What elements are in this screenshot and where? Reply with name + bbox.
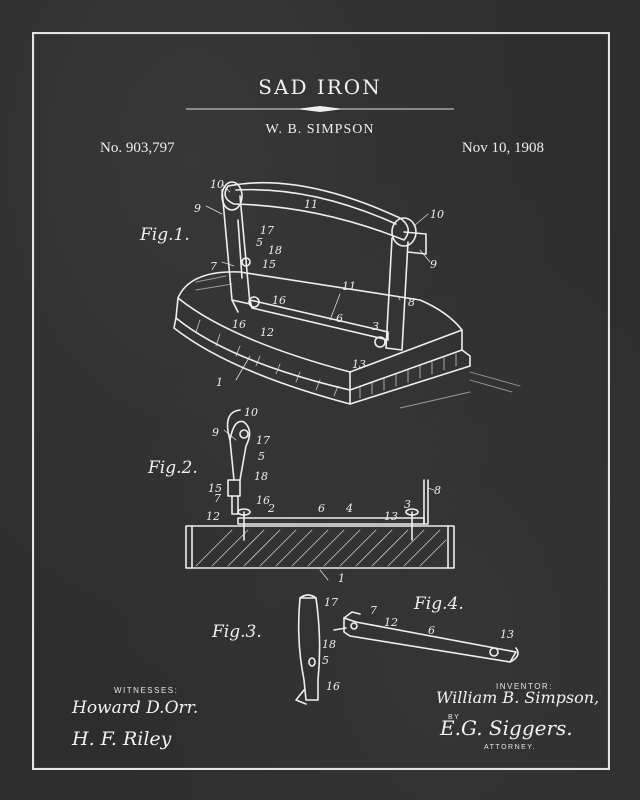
- witness-1-signature: Howard D.Orr.: [72, 698, 199, 718]
- ref-3-fig2: 3: [404, 498, 411, 511]
- ref-3-fig1: 3: [372, 320, 379, 333]
- ref-16-fig2: 16: [256, 494, 270, 507]
- by-label: BY: [448, 714, 461, 721]
- ref-13-fig2: 13: [384, 510, 398, 523]
- ref-18-fig2: 18: [254, 470, 268, 483]
- ref-5-fig2: 5: [258, 450, 265, 463]
- inventor-heading: W. B. SIMPSON: [265, 122, 375, 137]
- ref-12-fig1: 12: [260, 326, 274, 339]
- attorney-label: ATTORNEY.: [484, 744, 537, 751]
- ref-4-fig2: 4: [345, 502, 353, 515]
- ref-5-fig3: 5: [322, 654, 329, 667]
- ref-2-fig2: 2: [267, 502, 275, 515]
- ref-17-fig3: 17: [324, 596, 338, 609]
- ref-13-fig1: 13: [352, 358, 366, 371]
- ref-6-fig2: 6: [318, 502, 325, 515]
- ref-16b-fig1: 16: [232, 318, 246, 331]
- patent-number: No. 903,797: [100, 140, 175, 156]
- witnesses-label: WITNESSES:: [114, 686, 179, 695]
- ref-10b-fig1: 10: [430, 208, 444, 221]
- ref-11-fig1: 11: [304, 198, 318, 211]
- ref-6-fig4: 6: [428, 624, 435, 637]
- fig-4-drawing: [333, 611, 519, 663]
- patent-title: SAD IRON: [258, 75, 382, 99]
- ref-12-fig4: 12: [384, 616, 398, 629]
- ref-7-fig1: 7: [210, 260, 217, 273]
- ref-16-fig1: 16: [272, 294, 286, 307]
- ref-9b-fig1: 9: [430, 258, 437, 271]
- ref-17-fig1: 17: [260, 224, 274, 237]
- ref-18-fig1: 18: [268, 244, 282, 257]
- fig-2-drawing: [185, 409, 455, 569]
- ref-17-fig2: 17: [256, 434, 270, 447]
- ref-16-fig3: 16: [326, 680, 340, 693]
- fig-1-drawing: [173, 181, 521, 409]
- ref-10-fig2: 10: [244, 406, 258, 419]
- ref-7-fig4: 7: [370, 604, 377, 617]
- inventor-signature: William B. Simpson,: [436, 688, 600, 707]
- attorney-signature: E.G. Siggers.: [440, 716, 573, 740]
- ref-12-fig2: 12: [206, 510, 220, 523]
- fig-1-label: Fig.1.: [140, 225, 190, 245]
- page-border: [32, 32, 610, 770]
- ref-15-fig2: 15: [208, 482, 222, 495]
- ref-13-fig4: 13: [500, 628, 514, 641]
- inventor-label: INVENTOR:: [496, 682, 553, 691]
- ref-9-fig1: 9: [194, 202, 201, 215]
- fig-3-label: Fig.3.: [212, 622, 262, 642]
- ref-11b-fig1: 11: [342, 280, 356, 293]
- ref-1-fig2: 1: [338, 572, 345, 585]
- ref-9-fig2: 9: [212, 426, 219, 439]
- ref-18-fig3: 18: [322, 638, 336, 651]
- ref-10-fig1: 10: [210, 178, 224, 191]
- ref-1-fig1: 1: [216, 376, 223, 389]
- fig-2-label: Fig.2.: [148, 458, 198, 478]
- fig-3-drawing: [295, 594, 321, 705]
- ref-8-fig1: 8: [408, 296, 415, 309]
- ref-5-fig1: 5: [256, 236, 263, 249]
- fig-4-label: Fig.4.: [414, 594, 464, 614]
- witness-2-signature: H. F. Riley: [72, 728, 172, 750]
- title-divider: [186, 106, 454, 112]
- patent-date: Nov 10, 1908: [461, 140, 544, 156]
- ref-7-fig2: 7: [214, 492, 221, 505]
- ref-15-fig1: 15: [262, 258, 276, 271]
- ref-8-fig2: 8: [434, 484, 441, 497]
- ref-6-fig1: 6: [336, 312, 343, 325]
